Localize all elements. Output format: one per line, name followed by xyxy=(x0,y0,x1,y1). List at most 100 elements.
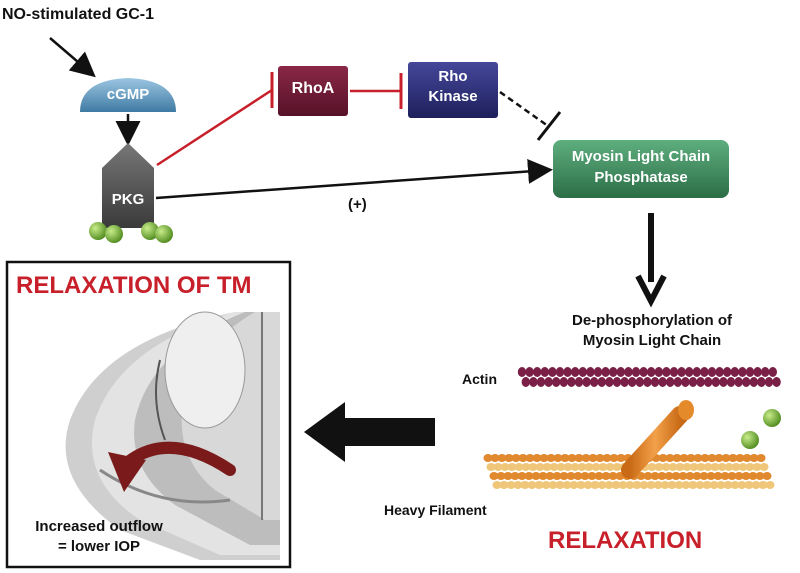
actin-subunit xyxy=(533,367,542,377)
actin-subunit xyxy=(753,367,762,377)
actin-subunit xyxy=(688,377,698,387)
heavy-filament-subunit xyxy=(653,481,663,489)
actin-subunit xyxy=(734,377,743,387)
actin-subunit xyxy=(612,377,622,387)
heavy-filament-subunit xyxy=(685,472,695,480)
heavy-filament-subunit xyxy=(693,454,703,462)
heavy-filament-subunit xyxy=(632,481,642,489)
heavy-filament-subunit xyxy=(567,454,577,462)
heavy-filament-subunit xyxy=(692,472,702,480)
heavy-filament-subunit xyxy=(549,463,559,471)
heavy-filament-subunit xyxy=(580,472,590,480)
heavy-filament-subunit xyxy=(724,463,734,471)
heavy-filament-subunit xyxy=(730,481,740,489)
mlcp-label-line2: Phosphatase xyxy=(594,169,688,186)
heavy-filament-subunit xyxy=(518,454,528,462)
heavy-filament-subunit xyxy=(545,472,555,480)
heavy-filament-subunit xyxy=(595,454,605,462)
heavy-filament-subunit xyxy=(742,454,752,462)
heavy-filament-subunit xyxy=(636,472,646,480)
heavy-filament-subunit xyxy=(555,481,565,489)
heavy-filament-subunit xyxy=(591,463,601,471)
pkg-node xyxy=(102,143,154,228)
heavy-filament-subunit xyxy=(527,481,537,489)
heavy-filament-subunit xyxy=(679,454,689,462)
heavy-filament-subunit xyxy=(716,481,726,489)
heavy-filament-subunit xyxy=(765,481,775,489)
heavy-filament-subunit xyxy=(639,481,649,489)
actin-subunit xyxy=(567,377,576,387)
actin-subunit xyxy=(529,377,538,387)
pkg-inhibits-rhoa-line xyxy=(156,88,273,167)
heavy-filament-subunit xyxy=(534,481,544,489)
heavy-filament-subunit xyxy=(749,454,759,462)
heavy-filament-subunit xyxy=(531,472,541,480)
heavy-filament-subunit xyxy=(758,481,768,489)
heavy-filament-subunit xyxy=(538,472,548,480)
heavy-filament-subunit xyxy=(514,463,524,471)
heavy-filament-subunit xyxy=(581,454,591,462)
rhoa-node xyxy=(278,66,348,116)
actin-subunit xyxy=(620,377,629,387)
actin-subunit xyxy=(536,377,546,387)
mlcp-down-arrow-head xyxy=(635,274,667,308)
heavy-filament-subunit xyxy=(654,463,664,471)
dephos-label-line2: Myosin Light Chain xyxy=(582,332,722,349)
heavy-filament-subunit xyxy=(597,481,607,489)
heavy-filament-subunit xyxy=(681,481,691,489)
pkg-green-ball xyxy=(141,222,159,240)
actin-subunit xyxy=(669,367,679,377)
outflow-label-line1: Increased outflow xyxy=(35,518,163,535)
heavy-filament-subunit xyxy=(734,472,744,480)
heavy-filament-subunit xyxy=(548,481,558,489)
heavy-filament-subunit xyxy=(727,472,737,480)
rhoa-label: RhoA xyxy=(291,80,335,97)
heavy-filament-subunit xyxy=(604,481,614,489)
heavy-filament-subunit xyxy=(756,454,766,462)
actin-subunit xyxy=(692,367,701,377)
heavy-filament-subunit xyxy=(755,472,765,480)
actin-subunit xyxy=(658,377,667,387)
heavy-filament-subunit xyxy=(702,481,712,489)
heavy-filament-subunit xyxy=(609,454,619,462)
actin-label: Actin xyxy=(462,371,497,387)
heavy-filament-subunit xyxy=(745,463,755,471)
mlcp-label-line1: Myosin Light Chain xyxy=(571,148,711,165)
heavy-filament-subunit xyxy=(672,454,682,462)
actin-subunit xyxy=(711,377,720,387)
heavy-filament-subunit xyxy=(710,463,720,471)
rk-inhibits-mlcp-line xyxy=(499,90,549,128)
heavy-filament-subunit xyxy=(723,481,733,489)
actin-subunit xyxy=(647,367,656,377)
heavy-filament-subunit xyxy=(594,472,604,480)
actin-subunit xyxy=(639,367,648,377)
mlcp-node xyxy=(553,140,729,198)
actin-subunit xyxy=(707,367,717,377)
pkg-green-ball xyxy=(105,225,123,243)
actin-subunit xyxy=(552,377,561,387)
heavy-filament-subunit xyxy=(703,463,713,471)
actin-subunit xyxy=(643,377,652,387)
heavy-filament-subunit xyxy=(546,454,556,462)
actin-subunit xyxy=(749,377,758,387)
actin-subunit xyxy=(563,367,572,377)
heavy-filament-subunit xyxy=(686,454,696,462)
heavy-filament-subunit xyxy=(668,463,678,471)
actin-subunit xyxy=(605,377,614,387)
cgmp-label: cGMP xyxy=(106,86,150,103)
heavy-filament-subunit xyxy=(576,481,586,489)
heavy-filament-subunit xyxy=(688,481,698,489)
heavy-filament-subunit xyxy=(714,454,724,462)
heavy-filament-subunit xyxy=(573,472,583,480)
heavy-filament-subunit xyxy=(521,463,531,471)
heavy-filament-subunit xyxy=(643,472,653,480)
actin-subunit xyxy=(696,377,705,387)
heavy-filament-subunit xyxy=(598,463,608,471)
heavy-filament-subunit xyxy=(562,481,572,489)
heavy-filament-subunit xyxy=(650,472,660,480)
heavy-filament-subunit xyxy=(588,454,598,462)
heavy-filament-subunit xyxy=(566,472,576,480)
actin-subunit xyxy=(601,367,610,377)
heavy-filament-subunit xyxy=(556,463,566,471)
heavy-filament-subunit xyxy=(625,481,635,489)
